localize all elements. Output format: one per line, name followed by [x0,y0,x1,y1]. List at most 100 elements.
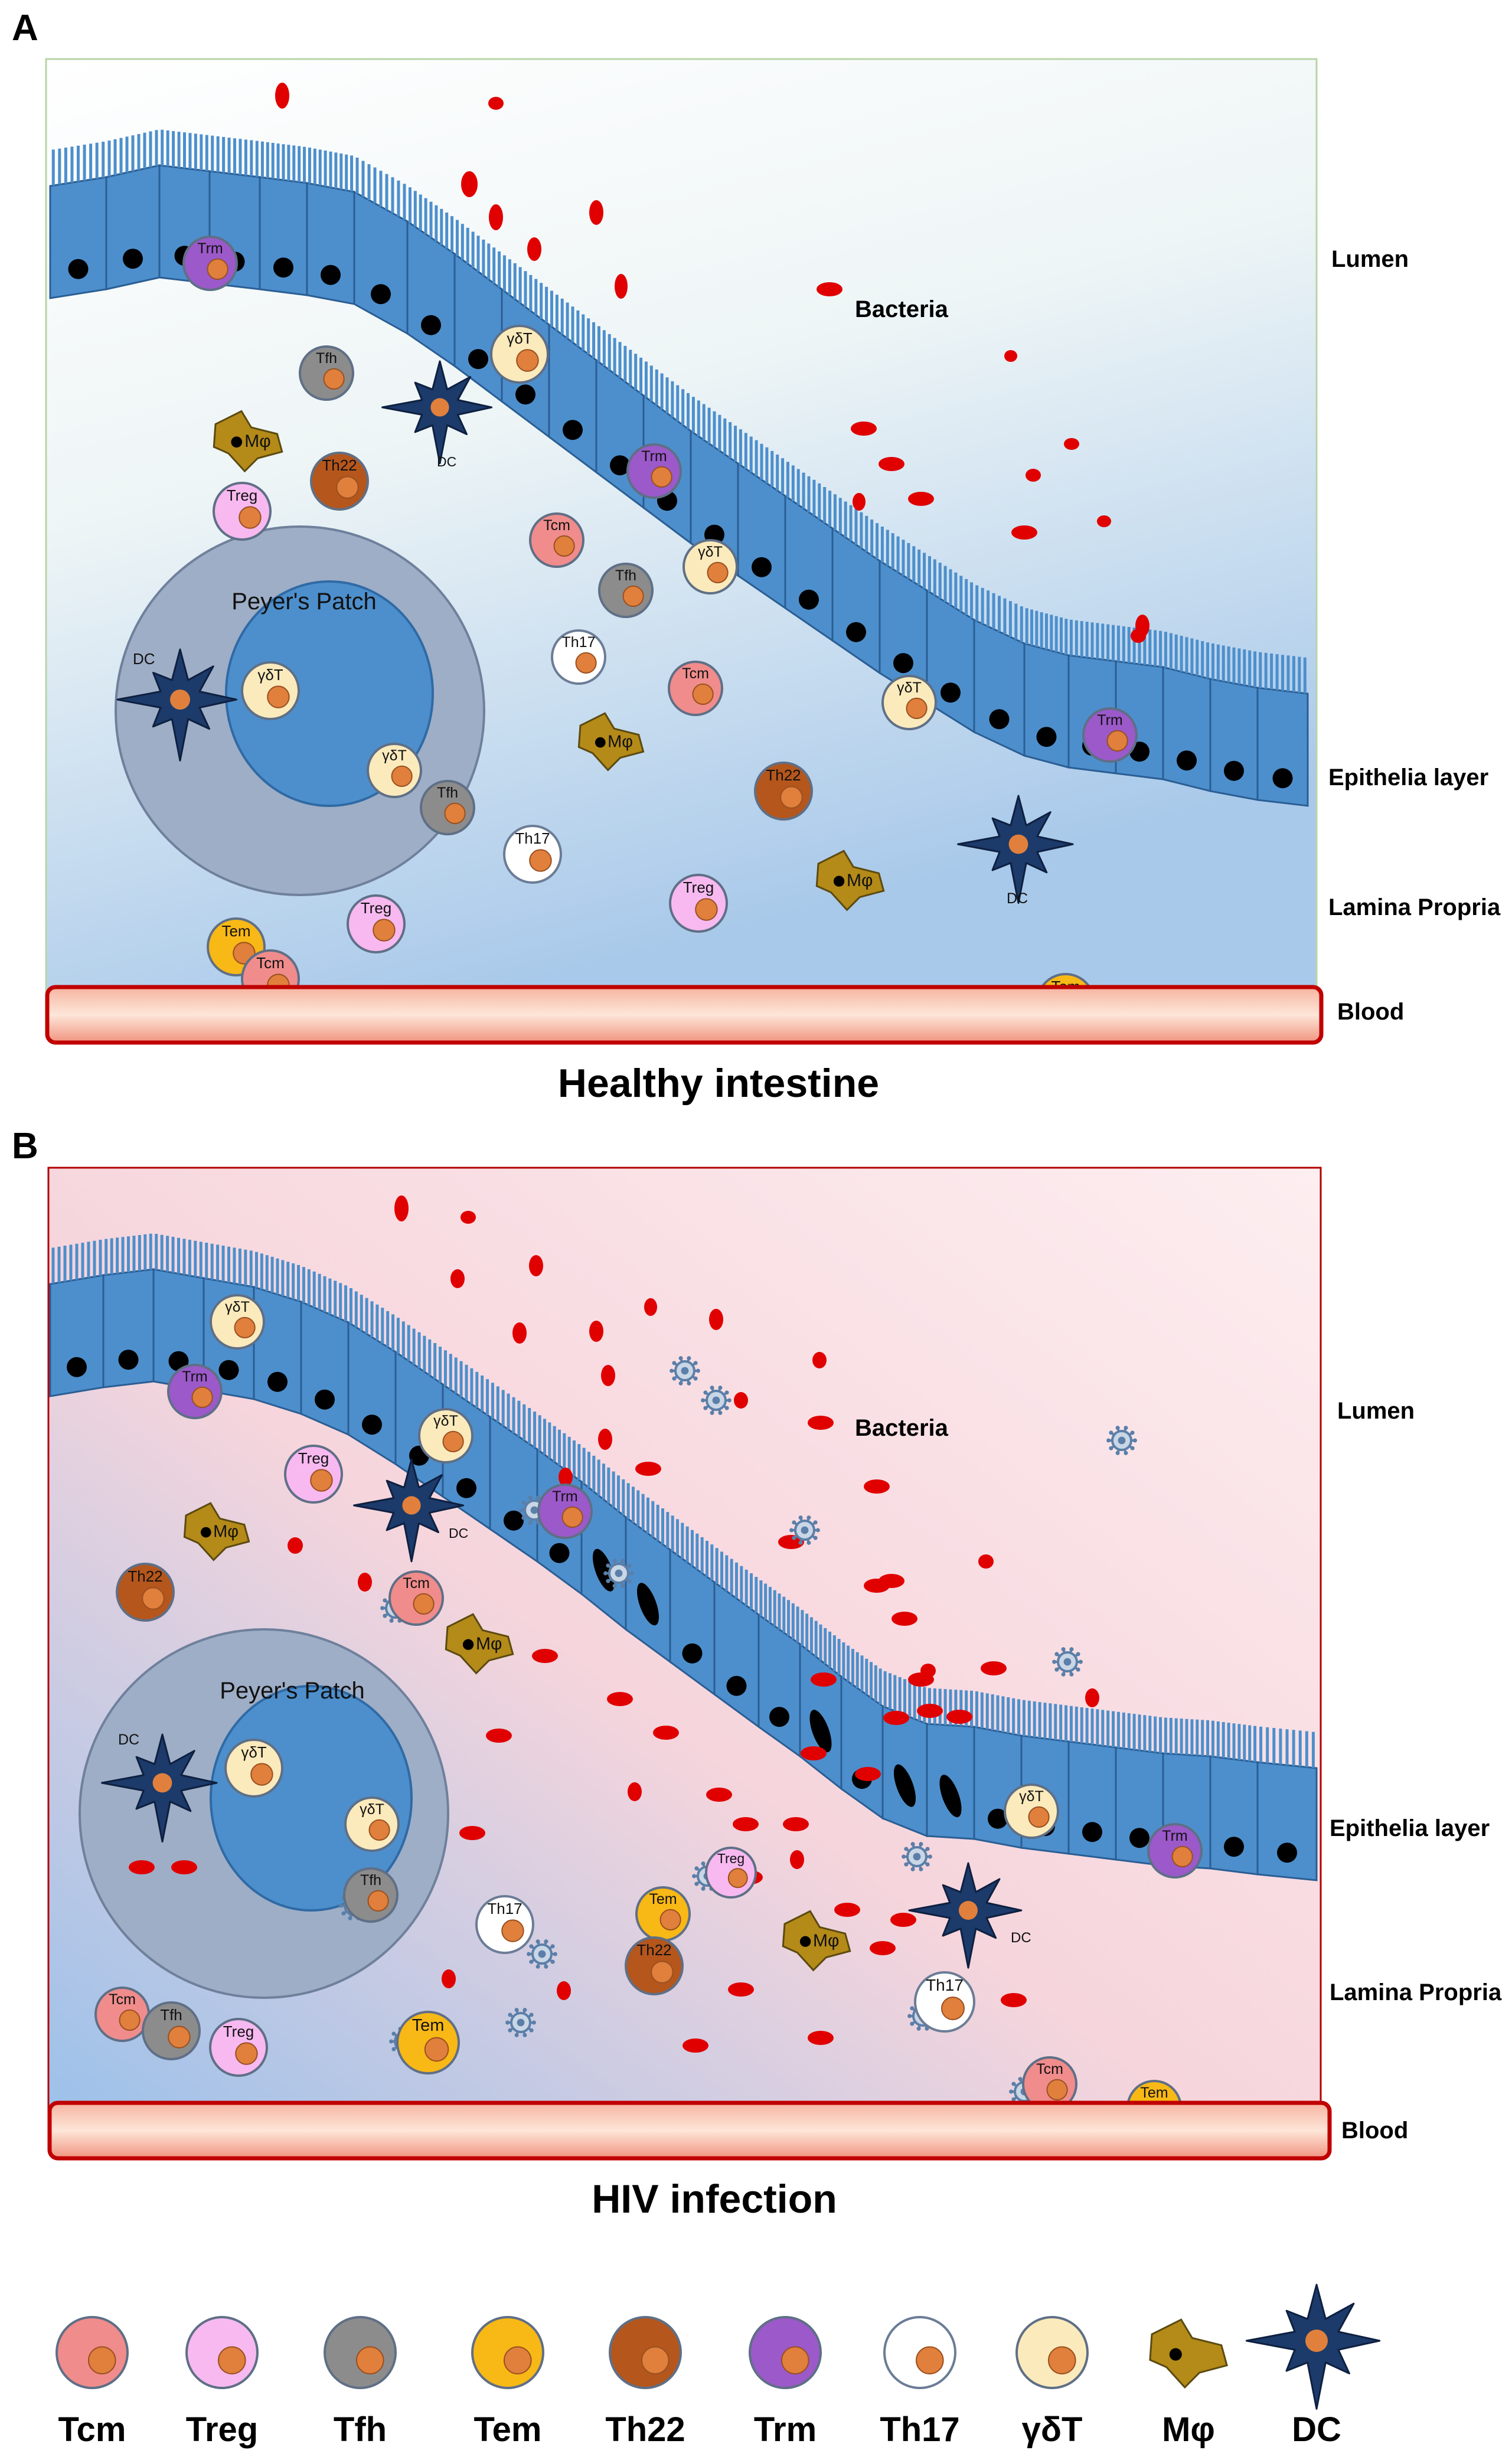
bacteria-icon [615,274,628,299]
tfh-cell: Tfh [598,563,654,618]
cell-label: Th17 [926,1976,964,1994]
macrophage-icon: Mφ [183,1502,250,1561]
epithelial-cell [757,1580,801,1758]
gamma-delta-t-cell: γδT [881,675,937,730]
bacteria-icon [733,1817,759,1831]
tem-cell: Tem [635,1886,691,1942]
cell-label: Mφ [244,432,270,451]
legend-label: Treg [186,2410,259,2449]
cell-label: γδT [241,1743,266,1761]
cell-label: DC [449,1525,468,1541]
bacteria-group [275,83,1149,643]
th22-cell: Th22 [754,762,813,821]
tfh-cell: Tfh [299,345,354,401]
epithelial-cell [259,141,308,296]
epithelial-cell [394,1318,444,1498]
cell-label: Tcm [682,665,709,682]
bacteria-icon [812,1352,827,1368]
epithelial-cell [926,1688,975,1840]
macrophage-icon [1149,2318,1228,2389]
cell-label: Tfh [437,785,458,801]
th22-cell: Th22 [310,452,369,511]
bacteria-icon [890,1913,916,1927]
bacteria-icon [682,2038,708,2053]
bacteria-icon [879,1574,904,1588]
tcm-cell: Tcm [668,661,723,716]
epithelial-cell [353,157,409,335]
dendritic-cell-icon: DC [101,1732,218,1843]
bacteria-icon [488,97,504,110]
epithelial-cell [669,1515,716,1696]
cell-label: γδT [382,747,407,764]
bacteria-icon [653,1726,679,1740]
bacteria-icon [275,83,289,109]
cell-label: Tfh [316,350,337,367]
epithelial-cell [102,1233,155,1389]
trm-cell: Trm [626,443,682,499]
epithelial-cell [406,187,456,368]
trm-cell: Trm [537,1484,593,1539]
bacteria-icon [978,1554,994,1569]
bacteria-icon [394,1195,409,1221]
cell-label: γδT [507,329,532,347]
tfh-cell [324,2316,397,2389]
epithelial-cell [737,429,786,610]
bacteria-icon [1085,1688,1099,1707]
cell-label: Th22 [322,456,357,474]
gamma-delta-t-cell: γδT [224,1739,283,1798]
cell-label: DC [133,650,155,668]
hiv-virion-icon [603,1559,634,1588]
cell-label: Th22 [766,766,801,784]
bacteria-icon [981,1661,1007,1675]
th17-cell: Th17 [475,1895,534,1954]
bacteria-icon [442,1969,456,1988]
blood-label: Blood [1341,2118,1408,2144]
lumen-label: Lumen [1331,246,1409,272]
legend-label: Tfh [334,2410,387,2449]
bacteria-icon [628,1782,642,1801]
gamma-delta-t-cell: γδT [241,661,300,720]
cell-label: Th17 [515,829,550,847]
bacteria-icon [801,1746,827,1760]
epithelial-cell [105,130,161,290]
panel-letter: A [12,8,38,48]
tcm-cell [55,2316,129,2389]
cell-label: γδT [257,666,283,684]
cell-label: Tem [1140,2085,1168,2101]
epithelial-cell [1023,608,1070,769]
lamina-propria-label: Lamina Propria [1330,1979,1502,2005]
bacteria-icon [607,1692,633,1706]
tcm-cell: Tcm [94,1987,150,2042]
legend-label: Mφ [1162,2410,1215,2449]
cell-label: Trm [1162,1828,1188,1844]
cell-label: Tem [412,2016,445,2035]
epithelial-cell [489,1383,538,1563]
bacteria-icon [589,1321,603,1342]
peyers-patch-label: Peyer's Patch [220,1678,365,1704]
epithelia-layer-label: Epithelia layer [1328,765,1488,790]
epithelial-cell [306,148,355,305]
cell-label: Mφ [476,1634,502,1654]
bacteria-icon [644,1298,657,1316]
epithelial-cell [548,290,597,474]
cell-label: γδT [225,1299,250,1315]
bacteria-icon [808,1416,834,1430]
blood-vessel [45,985,1324,1045]
bacteria-icon [557,1981,571,2000]
trm-cell: Trm [1147,1823,1203,1879]
epithelial-layer [49,1233,1318,1881]
bacteria-icon [532,1649,558,1663]
cell-label: Mφ [213,1522,239,1541]
bacteria-icon [790,1850,804,1869]
bacteria-icon [1011,525,1037,540]
bacteria-icon [489,204,503,230]
treg-cell: Treg [284,1445,343,1504]
cell-label: Trm [552,1488,578,1505]
peyers-patch-label: Peyer's Patch [231,589,377,615]
cell-label: Tem [649,1891,677,1907]
cell-label: Treg [683,878,714,896]
epithelial-cell [1162,632,1211,792]
legend-label: Tcm [58,2410,126,2449]
